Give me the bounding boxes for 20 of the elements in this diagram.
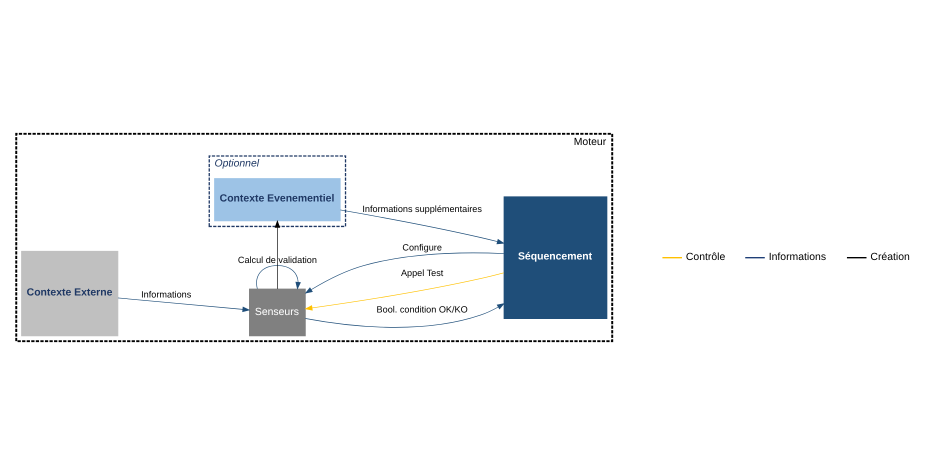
arrow bbox=[274, 220, 280, 290]
legend-label: Informations bbox=[768, 252, 826, 264]
legend-label: Contrôle bbox=[686, 252, 726, 264]
edge-label: Informations bbox=[141, 290, 192, 300]
node-box: Senseurs bbox=[249, 288, 306, 336]
node-box: Contexte Evenementiel bbox=[214, 178, 341, 222]
arrow bbox=[304, 252, 504, 294]
arrow bbox=[304, 272, 504, 311]
edge-label: Calcul de validation bbox=[238, 255, 317, 266]
arrow bbox=[305, 303, 505, 328]
edge-label: Appel Test bbox=[400, 268, 444, 278]
edge-label: Informations supplémentaires bbox=[362, 204, 482, 214]
legend-label: Création bbox=[870, 252, 910, 264]
node-box: Contexte Externe bbox=[21, 250, 118, 336]
arrow bbox=[340, 210, 505, 244]
arrow bbox=[118, 298, 250, 312]
arrow bbox=[256, 265, 301, 290]
node-box: Séquencement bbox=[504, 196, 608, 319]
edge-label: Bool. condition OK/KO bbox=[376, 304, 468, 315]
edge-label: Configure bbox=[402, 242, 442, 253]
